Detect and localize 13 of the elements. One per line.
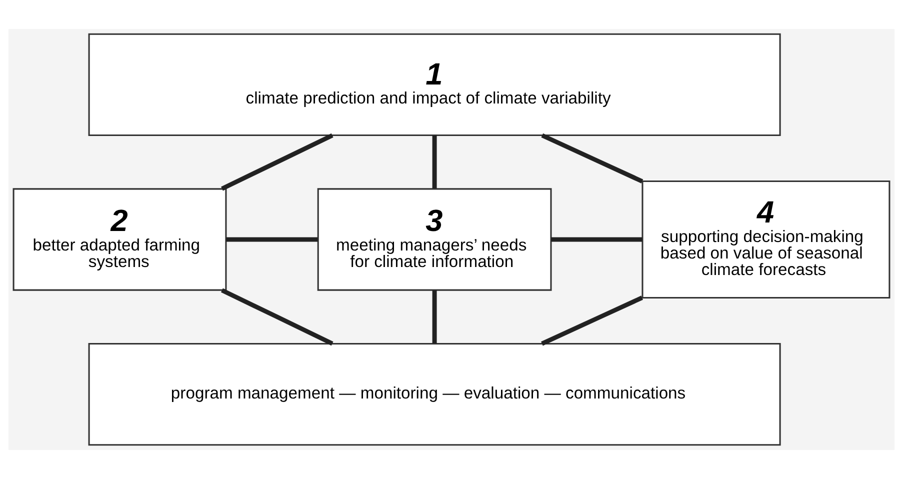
node-box: 3 meeting managers’ needs for climate information (317, 188, 552, 290)
connector (541, 132, 644, 183)
node-box: 4 supporting decision-making based on value of seasonal climate forecasts (642, 180, 890, 298)
node-box: 1 climate prediction and impact of climate variability (88, 32, 781, 136)
node-box: 2 better adapted farming systems (12, 188, 227, 290)
node-box: program management — monitoring — evaluation — communications (88, 342, 781, 446)
connector (432, 290, 437, 343)
connector (541, 295, 644, 346)
connector (221, 132, 334, 190)
connector (432, 134, 437, 188)
connector (551, 236, 642, 242)
connector (220, 288, 334, 346)
connector (226, 236, 318, 242)
